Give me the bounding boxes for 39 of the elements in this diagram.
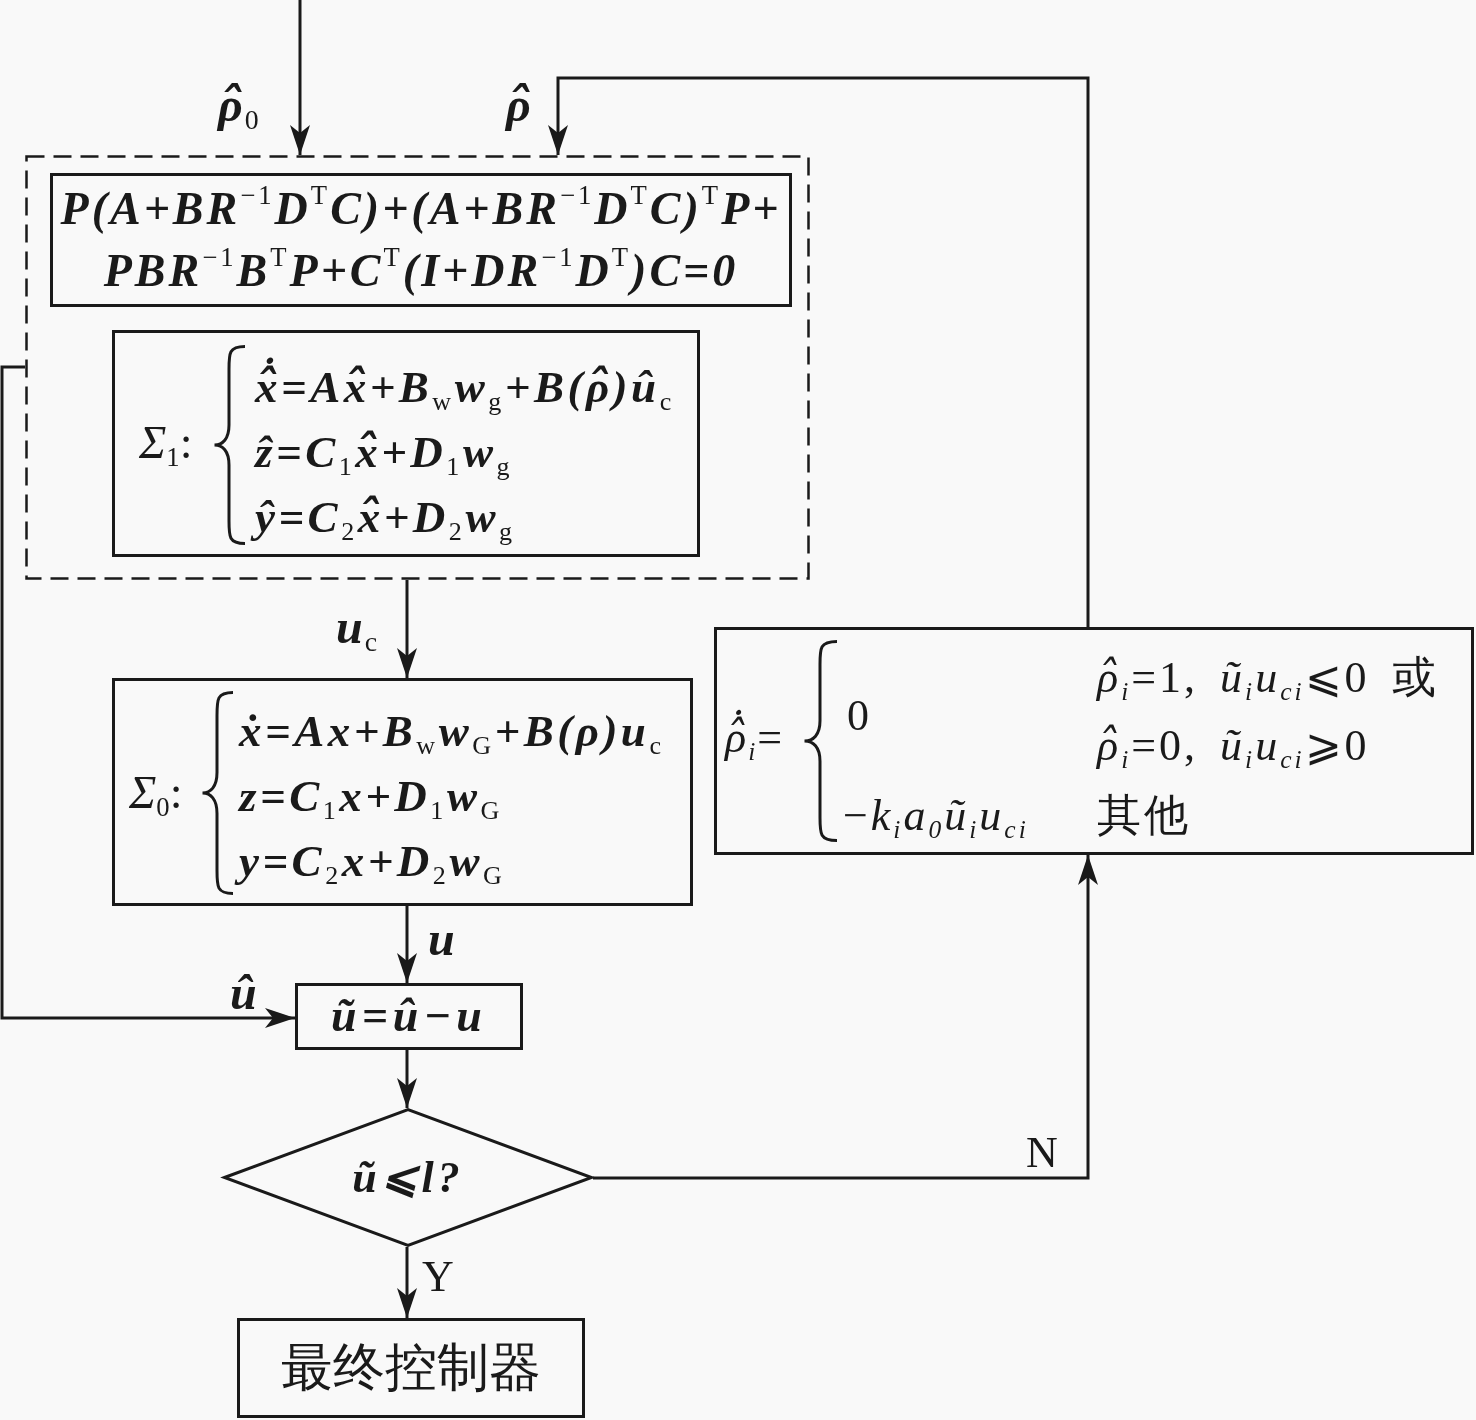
equation-text: z=C$_{1}$x+D$_{1}$w$_{G}$ (236, 770, 504, 826)
edge-label: N (1025, 1127, 1059, 1179)
process-box (237, 1318, 585, 1418)
case-value: 0 (846, 690, 873, 742)
process-box (295, 983, 523, 1050)
edge-label: ρ̂$_{0}$ (216, 77, 262, 137)
arrow (397, 580, 417, 678)
arrow (548, 76, 1090, 627)
edge-label: Y (421, 1251, 455, 1303)
process-label: 最终控制器 (280, 1338, 542, 1398)
condition-text: ũ⩽l? (351, 1152, 465, 1204)
dashed-frame (25, 155, 810, 580)
equation-text: x̂̇=Ax̂+B$_{w}$w$_{g}$+B(ρ̂)û$_{c}$ (248, 357, 679, 417)
edge-label: u (427, 911, 458, 967)
equation-text: P(A+BR$^{−1}$D$^{T}$C)+(A+BR$^{−1}$D$^{T}$C)$^{T}$P+ PBR$^{−1}$B$^{T}$P+C$^{T}$(I+DR$^{−1}$D$^{T}$)C=0 (59, 179, 783, 298)
equation-text: ũ=û−u (330, 989, 488, 1043)
system-label: Σ$_{1}$: (138, 416, 194, 473)
edge-label: û (229, 965, 260, 1021)
case-condition: ρ̂$_{i}$=1, ũ$_{i}$u$_{ci}$⩽0 或 ρ̂$_{i}$=0, ũ$_{i}$u$_{ci}$⩾0 (1095, 652, 1440, 776)
equation-text: y=C$_{2}$x+D$_{2}$w$_{G}$ (232, 831, 510, 891)
arrow (397, 906, 417, 983)
edge-label: u$_{c}$ (335, 599, 381, 659)
arrow (290, 0, 310, 155)
arrow (0, 365, 295, 1028)
process-box (112, 330, 700, 557)
system-label: Σ$_{0}$: (128, 766, 184, 823)
equation-text: ẋ=Ax+B$_{w}$w$_{G}$+B(ρ)u$_{c}$ (237, 705, 666, 761)
process-box (112, 678, 693, 906)
process-box (714, 627, 1474, 855)
decision-diamond (223, 1108, 593, 1247)
equation-text: ŷ=C$_{2}$x̂+D$_{2}$w$_{g}$ (248, 487, 520, 547)
equation-text: ẑ=C$_{1}$x̂+D$_{1}$w$_{g}$ (252, 426, 514, 482)
arrow (593, 855, 1098, 1180)
case-value: −k$_{i}$a$_{0}$ũ$_{i}$u$_{ci}$ (842, 790, 1030, 846)
edge-label: ρ̂ (504, 77, 532, 133)
arrow (397, 1247, 417, 1318)
arrow (397, 1050, 417, 1108)
case-condition: 其他 (1096, 790, 1192, 842)
equation-text: ρ̂̇$_{i}$= (718, 708, 789, 768)
